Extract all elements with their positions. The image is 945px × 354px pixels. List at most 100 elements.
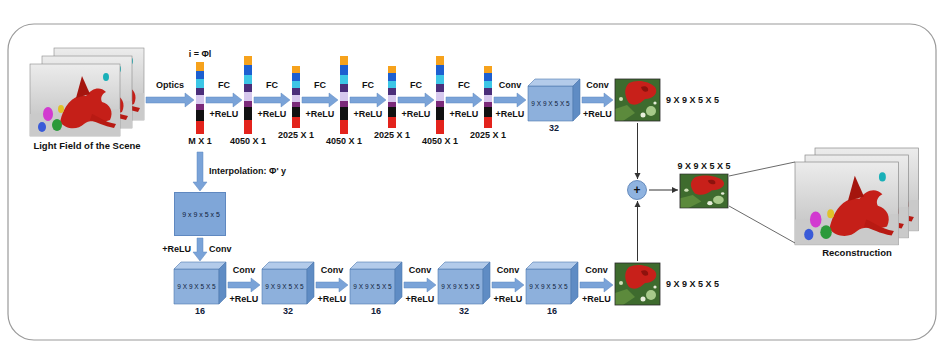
- cube-face: [395, 262, 402, 304]
- block-arrow: [228, 278, 260, 292]
- cube-face: [571, 262, 578, 304]
- feature-volume: 9 X 9 X 5 X 516: [526, 262, 578, 304]
- connector: [494, 93, 526, 107]
- node-text: +: [633, 183, 640, 197]
- measurement-vector: i = ΦlM X 1: [196, 62, 204, 134]
- edge-label: Conv: [321, 265, 344, 276]
- cube-face: [526, 269, 571, 304]
- connector-line: [637, 201, 638, 261]
- node-text: 4050 X 1: [326, 136, 362, 147]
- block-arrow: [404, 278, 436, 292]
- feature-vector: 2025 X 1: [484, 66, 492, 128]
- activation-label: +ReLU: [494, 294, 523, 305]
- connector-line: [637, 123, 638, 179]
- node-text: 2025 X 1: [278, 130, 314, 141]
- feature-vector: 4050 X 1: [244, 56, 252, 134]
- edge-label: Conv: [233, 265, 256, 276]
- cube-face: [350, 269, 395, 304]
- cube-face: [438, 262, 490, 269]
- block-arrow: [302, 93, 338, 107]
- node-text: 9 X 9 X 5 X 5: [177, 283, 215, 291]
- feature-volume: 9 X 9 X 5 X 532: [528, 79, 580, 121]
- sum-circle: [628, 181, 647, 200]
- interpolated-volume: 9 x 9 x 5 x 5: [174, 192, 226, 236]
- connector: [580, 278, 613, 292]
- node-text: 16: [371, 306, 381, 317]
- node-text: 9 X 9 X 5 X 5: [441, 283, 479, 291]
- block-arrow: [398, 93, 434, 107]
- activation-label: +ReLU: [583, 109, 612, 120]
- connector: [635, 123, 641, 179]
- connector: [206, 93, 242, 107]
- block-arrow: [446, 93, 482, 107]
- edge-label: FC: [314, 80, 326, 91]
- cube-face: [528, 86, 573, 121]
- node-text: Reconstruction: [822, 247, 892, 258]
- arrow-head: [635, 173, 641, 179]
- feature-vector: 2025 X 1: [292, 66, 300, 128]
- feature-volume: 9 X 9 X 5 X 516: [174, 262, 226, 304]
- feature-vector: 4050 X 1: [340, 56, 348, 134]
- cube-face: [174, 262, 226, 269]
- connector: [582, 93, 613, 107]
- edge-label: Optics: [156, 80, 184, 91]
- block-arrow: [580, 278, 613, 292]
- connector: [193, 152, 207, 191]
- light-field-stack: Light Field of the Scene: [30, 48, 144, 138]
- connector: [228, 278, 260, 292]
- block-arrow: [206, 93, 242, 107]
- feature-volume: 9 X 9 X 5 X 532: [262, 262, 314, 304]
- cube-face: [307, 262, 314, 304]
- feature-vector: 4050 X 1: [436, 56, 444, 134]
- feature-vector: 2025 X 1: [388, 66, 396, 128]
- connector: [729, 162, 795, 243]
- cube-face: [262, 269, 307, 304]
- activation-label: +ReLU: [258, 109, 287, 120]
- node-text: 9 X 9 X 5 X 5: [265, 283, 303, 291]
- edge-label: FC: [218, 80, 230, 91]
- cube-face: [262, 262, 314, 269]
- activation-label: +ReLU: [306, 109, 335, 120]
- activation-label: +ReLU: [354, 109, 383, 120]
- node-text: Light Field of the Scene: [33, 140, 140, 151]
- node-text: 9 X 9 X 5 X 5: [677, 161, 730, 172]
- cube-face: [573, 79, 580, 121]
- connector: [649, 187, 678, 193]
- node-text: 9 X 9 X 5 X 5: [529, 283, 567, 291]
- connector: [398, 93, 434, 107]
- activation-label: +ReLU: [450, 109, 479, 120]
- sum-node: +: [627, 180, 647, 200]
- block-arrow: [492, 278, 524, 292]
- activation-label: +ReLU: [496, 109, 525, 120]
- output-patch: 9 X 9 X 5 X 5: [615, 79, 660, 121]
- node-text: 2025 X 1: [470, 130, 506, 141]
- cube-face: [350, 262, 402, 269]
- edge-label: FC: [458, 80, 470, 91]
- edge-label: Conv: [585, 265, 608, 276]
- cube-face: [526, 262, 578, 269]
- node-text: 9 X 9 X 5 X 5: [531, 100, 569, 108]
- activation-label: +ReLU: [162, 244, 191, 255]
- node-text: 16: [195, 306, 205, 317]
- block-arrow: [316, 278, 348, 292]
- block-arrow: [193, 238, 207, 261]
- output-patch: 9 X 9 X 5 X 5: [615, 263, 660, 305]
- node-text: 9 X 9 X 5 X 5: [353, 283, 391, 291]
- connector: [446, 93, 482, 107]
- activation-label: +ReLU: [582, 294, 611, 305]
- connector: [302, 93, 338, 107]
- block-arrow: [193, 152, 207, 191]
- arrow-head: [672, 187, 678, 193]
- activation-label: +ReLU: [402, 109, 431, 120]
- node-text: i = Φl: [189, 49, 212, 60]
- node-text: M X 1: [188, 136, 212, 147]
- activation-label: +ReLU: [318, 294, 347, 305]
- node-text: 9 x 9 x 5 x 5: [182, 211, 220, 219]
- cube-face: [528, 79, 580, 86]
- feature-volume: 9 X 9 X 5 X 516: [350, 262, 402, 304]
- block-arrow: [582, 93, 613, 107]
- activation-label: +ReLU: [210, 109, 239, 120]
- node-text: 32: [549, 123, 559, 134]
- node-text: 16: [547, 306, 557, 317]
- feature-volume: 9 X 9 X 5 X 532: [438, 262, 490, 304]
